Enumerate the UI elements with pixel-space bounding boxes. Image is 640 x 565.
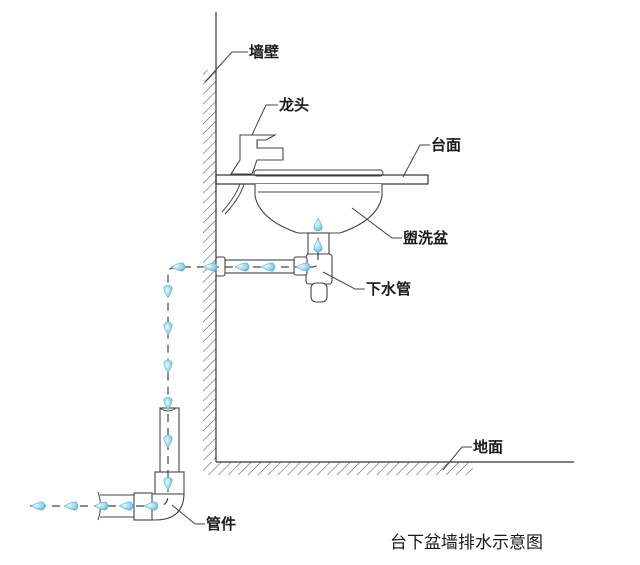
water-drop-icon [170,262,186,272]
leader-drain-pipe [322,271,365,290]
faucet [221,134,284,215]
leader-floor [442,446,472,471]
faucet-hose-2 [224,183,245,215]
water-drop-icon [163,284,173,299]
water-drop-icon [163,396,173,411]
trap-body [305,253,333,285]
label-countertop: 台面 [431,136,461,154]
leader-countertop [402,144,430,178]
wall [203,12,217,462]
water-drop-icon [163,434,173,449]
label-faucet: 龙头 [278,96,309,114]
vertical-pipe-elbow [30,400,185,521]
water-drop-icon [63,501,79,511]
water-drop-icon [234,262,250,272]
pipe-top-opening [159,407,177,412]
leader-wall [204,51,248,83]
water-drops [30,217,323,511]
water-drop-icon [143,501,159,511]
water-drop-icon [163,476,173,491]
water-drop-icon [313,238,323,253]
leader-fitting [171,504,205,525]
basin-rim [253,169,384,177]
water-drop-icon [93,501,109,511]
leader-lines [171,51,472,525]
faucet-body [229,134,284,175]
label-fitting: 管件 [206,515,236,533]
faucet-hose [221,183,241,213]
label-basin: 盥洗盆 [403,229,449,247]
water-drop-icon [295,262,311,272]
floor-hatch [203,462,473,475]
water-drop-icon [163,321,173,336]
trap-cleanout [310,282,328,303]
water-drop-icon [313,217,323,232]
water-drop-icon [163,359,173,374]
water-drop-icon [260,262,276,272]
diagram-title: 台下盆墙排水示意图 [390,533,543,553]
label-drain-pipe: 下水管 [366,280,411,298]
water-drop-icon [30,501,46,511]
elbow-bend [150,492,185,521]
leader-basin [351,207,402,239]
drain-trap [167,232,333,400]
label-floor: 地面 [473,438,503,456]
water-drop-icon [118,501,134,511]
floor [203,461,574,475]
label-wall: 墙壁 [249,43,279,61]
flow-path-lower [30,400,169,507]
leader-faucet [251,104,278,136]
water-drop-icon [202,262,218,272]
